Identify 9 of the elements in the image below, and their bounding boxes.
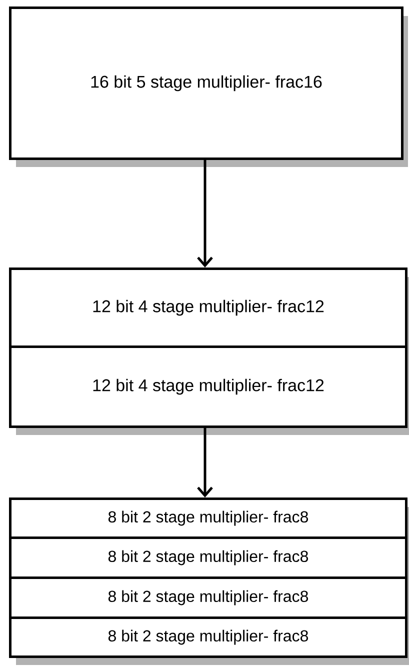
arrow xyxy=(197,428,213,498)
process-box: 8 bit 2 stage multiplier- frac8 xyxy=(9,576,408,619)
process-box: 8 bit 2 stage multiplier- frac8 xyxy=(9,498,408,539)
process-box: 12 bit 4 stage multiplier- frac12 xyxy=(9,268,408,348)
process-box: 8 bit 2 stage multiplier- frac8 xyxy=(9,616,408,658)
process-box: 12 bit 4 stage multiplier- frac12 xyxy=(9,346,408,428)
process-box: 8 bit 2 stage multiplier- frac8 xyxy=(9,536,408,579)
arrow xyxy=(197,160,213,268)
process-box: 16 bit 5 stage multiplier- frac16 xyxy=(9,6,404,160)
